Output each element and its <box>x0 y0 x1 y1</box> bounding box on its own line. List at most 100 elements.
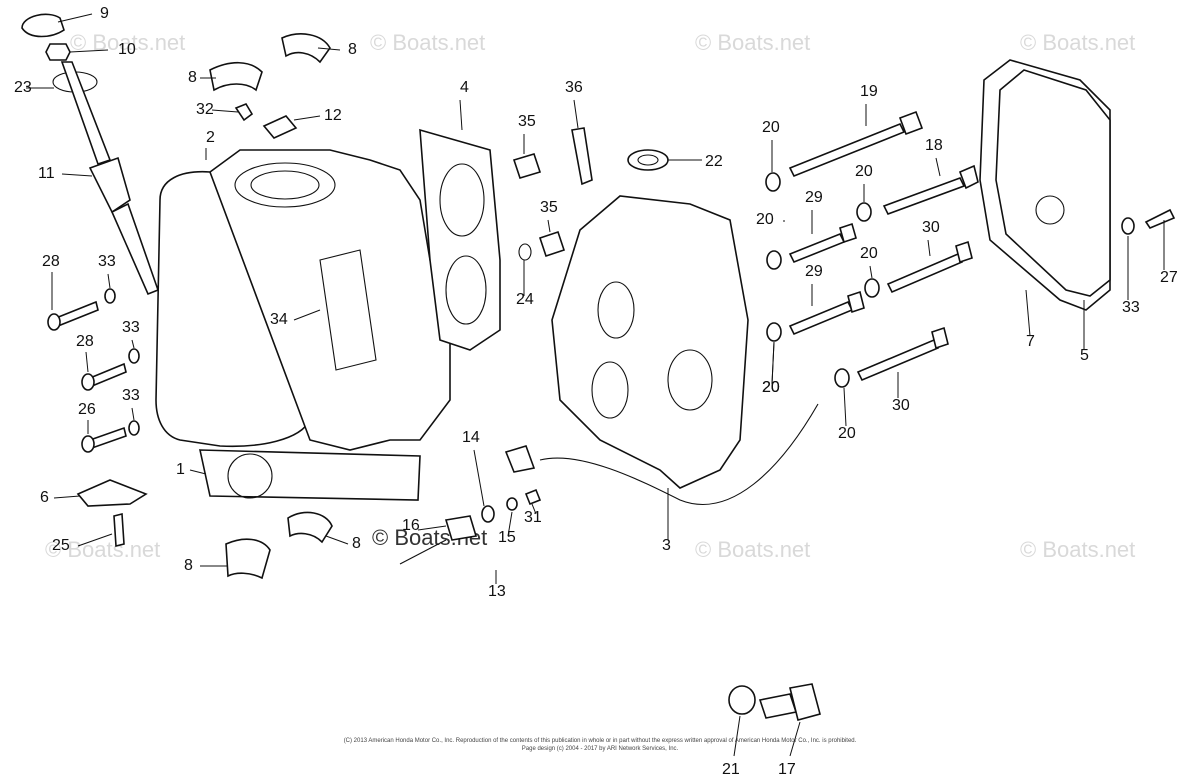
leader-line <box>547 219 551 233</box>
callout-label: 21 <box>722 761 740 778</box>
leader-line <box>507 511 513 537</box>
bolt-25 <box>113 512 125 548</box>
head-cover <box>979 59 1111 311</box>
bolt-29 <box>788 232 846 264</box>
callout-label: 20 <box>860 245 878 262</box>
leader-line <box>131 407 135 421</box>
leader-line <box>189 469 207 475</box>
watermark: © Boats.net <box>695 30 810 55</box>
transfer-port <box>319 249 377 371</box>
callout-label: 29 <box>805 189 823 206</box>
oil-cap <box>21 13 65 38</box>
callout-label: 28 <box>42 253 60 270</box>
washer <box>864 278 880 298</box>
bracket <box>76 479 148 507</box>
footer-copyright: (C) 2013 American Honda Motor Co., Inc. … <box>344 738 857 744</box>
leader-line <box>53 495 81 499</box>
watermark: © Boats.net <box>45 537 160 562</box>
callout-label: 25 <box>52 537 70 554</box>
cylinder-block <box>155 149 451 501</box>
callout-label: 33 <box>1122 299 1140 316</box>
callout-label: 34 <box>270 311 288 328</box>
callout-label: 20 <box>756 211 774 228</box>
washer <box>834 368 850 388</box>
callout-label: 20 <box>762 379 780 396</box>
leader-line <box>927 239 931 257</box>
washer <box>128 348 140 364</box>
leader-line <box>107 273 111 289</box>
cylinder-head <box>539 195 819 505</box>
washer <box>765 172 781 192</box>
watermark: © Boats.net <box>1020 30 1135 55</box>
leader-line <box>85 351 89 373</box>
leader-line <box>935 157 941 177</box>
callout-label: 31 <box>524 509 542 526</box>
leader-line <box>459 99 463 131</box>
watermark: © Boats.net <box>1020 537 1135 562</box>
callout-label: 14 <box>462 429 480 446</box>
bolt-shank <box>758 693 798 719</box>
cylinder-bore <box>234 162 336 208</box>
head-body <box>551 195 749 489</box>
bolt-27 <box>1144 208 1176 229</box>
bolt-30 <box>886 252 964 294</box>
leader-line <box>473 449 485 507</box>
sensor <box>504 445 536 473</box>
washer <box>1121 217 1135 235</box>
switch-body <box>444 515 478 541</box>
dipstick-boot <box>88 156 131 214</box>
cylinder-bore-inner <box>250 170 320 200</box>
callout-label: 6 <box>40 489 49 506</box>
block-base-gasket <box>199 449 421 501</box>
washer <box>128 420 140 436</box>
clip <box>225 538 271 580</box>
callout-label: 36 <box>565 79 583 96</box>
gasket-bore <box>445 255 487 325</box>
ground-wire <box>539 403 819 505</box>
bolt-head <box>789 683 821 721</box>
callout-label: 11 <box>38 165 55 182</box>
callout-label: 27 <box>1160 269 1178 286</box>
dipstick-rod <box>60 61 112 166</box>
bolt-head <box>898 110 924 136</box>
callout-label: 18 <box>925 137 943 154</box>
bolt-head <box>81 435 95 453</box>
callout-label: 7 <box>1026 333 1035 350</box>
callout-label: 24 <box>516 291 534 308</box>
callout-label: 30 <box>892 397 910 414</box>
callout-label: 20 <box>855 163 873 180</box>
screw <box>524 488 542 506</box>
callout-label: 30 <box>922 219 940 236</box>
leader-line <box>843 387 847 427</box>
callout-label: 13 <box>488 583 506 600</box>
leader-lines <box>26 13 1165 757</box>
leader-line <box>325 535 349 545</box>
bolt-head <box>847 290 865 314</box>
callout-label: 3 <box>662 537 671 554</box>
callout-label: 32 <box>196 101 214 118</box>
leader-line <box>131 339 135 349</box>
sleeve <box>538 230 566 258</box>
callout-label: 8 <box>348 41 357 58</box>
callout-label: 29 <box>805 263 823 280</box>
callout-label: 5 <box>1080 347 1089 364</box>
callout-label: 10 <box>118 41 136 58</box>
water-jacket <box>667 349 713 411</box>
cap-nut <box>45 43 71 61</box>
watermark: © Boats.net <box>695 537 810 562</box>
bolt-head <box>47 313 61 331</box>
bolt-26 <box>89 426 127 450</box>
leader-line <box>771 341 775 385</box>
gasket-bore <box>439 163 485 237</box>
washer <box>104 288 116 304</box>
clip <box>287 511 333 544</box>
callout-label: 20 <box>762 119 780 136</box>
callout-label: 8 <box>188 69 197 86</box>
callout-label: 12 <box>324 107 342 124</box>
leader-line <box>293 309 321 321</box>
dipstick-tip <box>110 202 160 296</box>
washer <box>518 243 532 261</box>
gasket-outline <box>419 128 501 351</box>
small-parts <box>512 127 669 261</box>
leader-line <box>317 47 341 51</box>
